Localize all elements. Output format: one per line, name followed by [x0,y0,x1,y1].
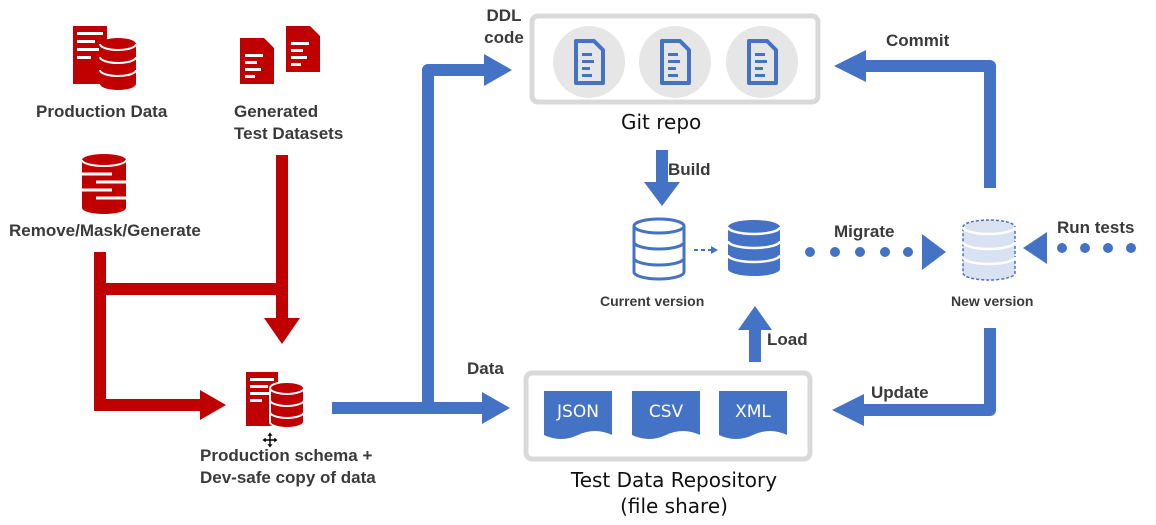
migrate-label: Migrate [834,222,895,241]
prod-schema-line-1: Production schema + [200,446,373,465]
ddl-code-label: DDL code [476,5,532,49]
prod-schema-icon [245,371,305,429]
generated-datasets-label: Generated Test Datasets [234,101,343,145]
generated-datasets-line-1: Generated [234,102,319,121]
ddl-code-line-1: DDL [486,6,522,25]
test-data-repo-title: Test Data Repository (file share) [560,467,788,519]
commit-label: Commit [886,31,950,50]
git-file-icon-3 [724,24,800,100]
load-label: Load [767,330,808,349]
git-file-icon-2 [637,24,713,100]
migrate-dots [805,234,946,270]
production-data-icon [73,26,137,91]
data-label: Data [467,359,504,378]
prod-schema-line-2: Dev-safe copy of data [200,468,376,487]
new-version-label: New version [951,293,1034,309]
remove-mask-label: Remove/Mask/Generate [9,221,201,240]
update-label: Update [871,383,929,402]
red-flow-lines [94,155,288,411]
json-label: JSON [557,402,599,422]
test-data-repo-line-1: Test Data Repository [570,468,778,492]
move-cursor-icon [261,431,279,449]
prod-schema-label: Production schema + Dev-safe copy of dat… [200,445,376,489]
current-version-db-icon [632,217,686,281]
production-data-label: Production Data [36,102,168,121]
csv-label: CSV [648,402,684,422]
new-version-db-icon [961,219,1017,281]
red-arrow-down [264,318,300,344]
run-tests-label: Run tests [1057,218,1135,237]
blue-flow-lines [332,60,996,416]
update-arrow [832,394,864,426]
build-arrow [644,182,680,206]
arrow-to-repo [482,392,510,424]
run-tests-dots [1023,232,1136,264]
load-arrow [738,306,772,330]
ddl-code-line-2: code [484,28,524,47]
generated-datasets-line-2: Test Datasets [234,124,344,143]
git-repo-title: Git repo [621,110,702,134]
red-arrow-right [200,390,226,420]
commit-arrow [834,50,866,82]
arrow-to-git [484,54,512,86]
build-label: Build [668,160,711,179]
test-data-repo-line-2: (file share) [620,494,728,518]
database-icon [726,218,782,278]
masked-database-icon [81,154,127,214]
xml-label: XML [735,402,771,422]
git-file-icon-1 [551,24,627,100]
current-to-db-dashed [694,246,718,254]
current-version-label: Current version [600,293,705,309]
generated-datasets-icon [240,26,320,84]
